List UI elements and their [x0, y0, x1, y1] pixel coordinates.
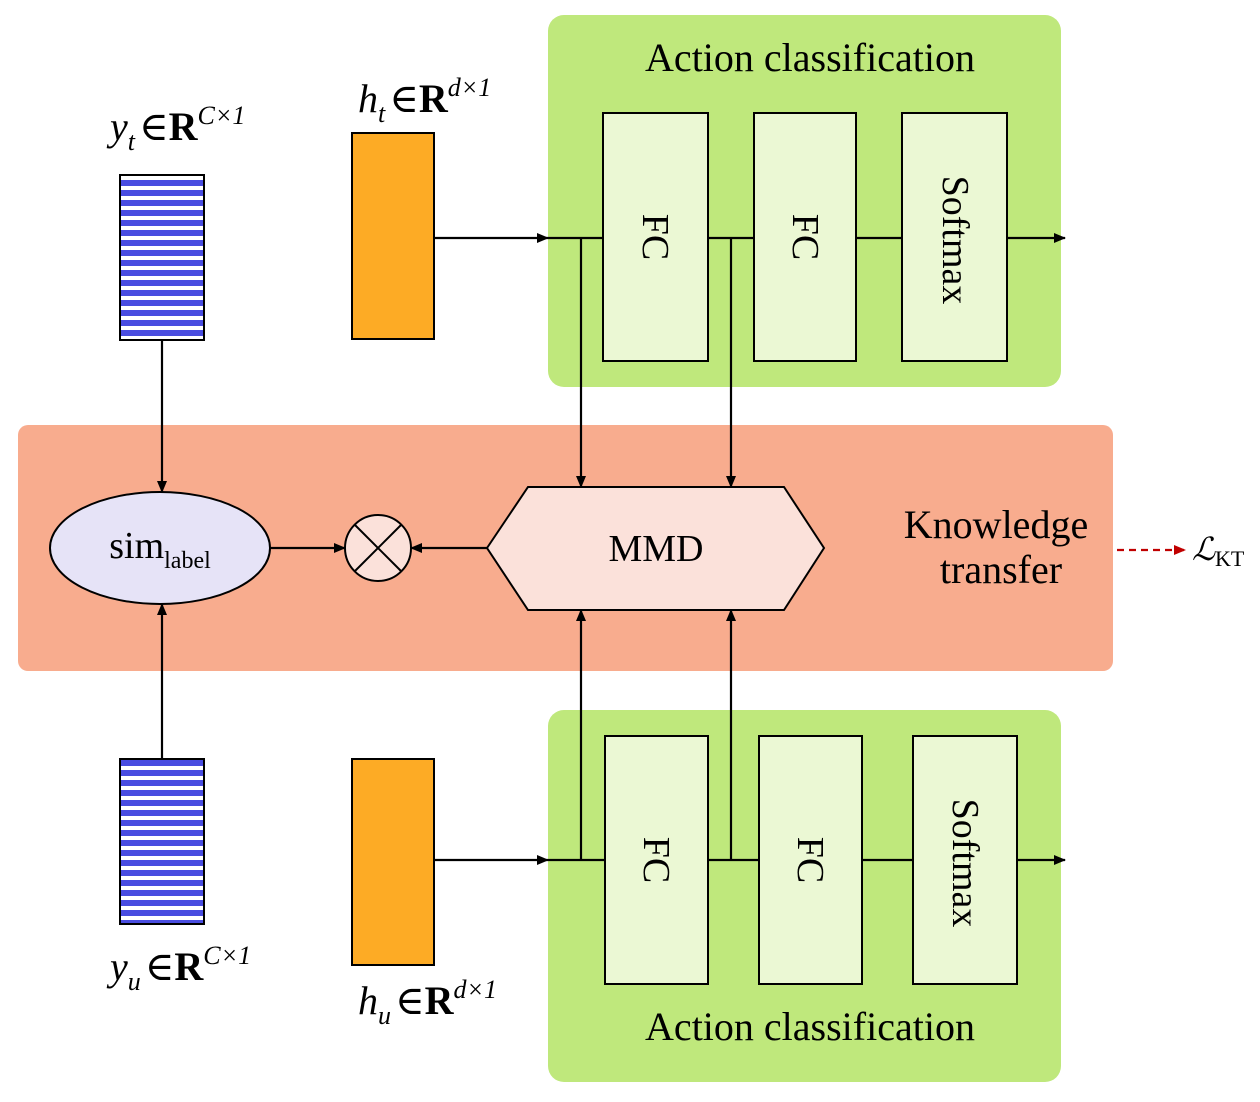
top-softmax-label: Softmax [934, 176, 976, 305]
bottom-hidden-feature [351, 758, 435, 966]
bottom-label-vector [119, 758, 205, 925]
multiply-node [344, 514, 412, 582]
bottom-softmax-label: Softmax [944, 799, 986, 928]
bottom-fc2-label: FC [789, 837, 831, 883]
bottom-action-title: Action classification [645, 1004, 975, 1049]
knowledge-transfer-title: Knowledge transfer [904, 502, 1098, 592]
bottom-label-math: yu∈RC×1 [106, 941, 251, 996]
top-hidden-math: ht∈Rd×1 [358, 73, 491, 128]
top-label-vector [119, 174, 205, 341]
bottom-softmax-box [912, 735, 1018, 985]
top-action-title: Action classification [645, 35, 975, 80]
top-hidden-feature [351, 132, 435, 340]
top-softmax-box [901, 112, 1008, 362]
bottom-hidden-math: hu∈Rd×1 [358, 975, 497, 1030]
bottom-fc1-box [604, 735, 709, 985]
mmd-node [485, 486, 826, 611]
top-fc1-box [602, 112, 709, 362]
bottom-fc2-box [758, 735, 863, 985]
mmd-label: MMD [608, 528, 703, 570]
top-label-math: yt∈RC×1 [106, 101, 245, 156]
top-fc2-label: FC [784, 214, 826, 260]
sim-label-text: simlabel [109, 525, 211, 574]
bottom-fc1-label: FC [635, 837, 677, 883]
top-fc1-label: FC [634, 214, 676, 260]
loss-kt-label: ℒKT [1192, 531, 1245, 571]
